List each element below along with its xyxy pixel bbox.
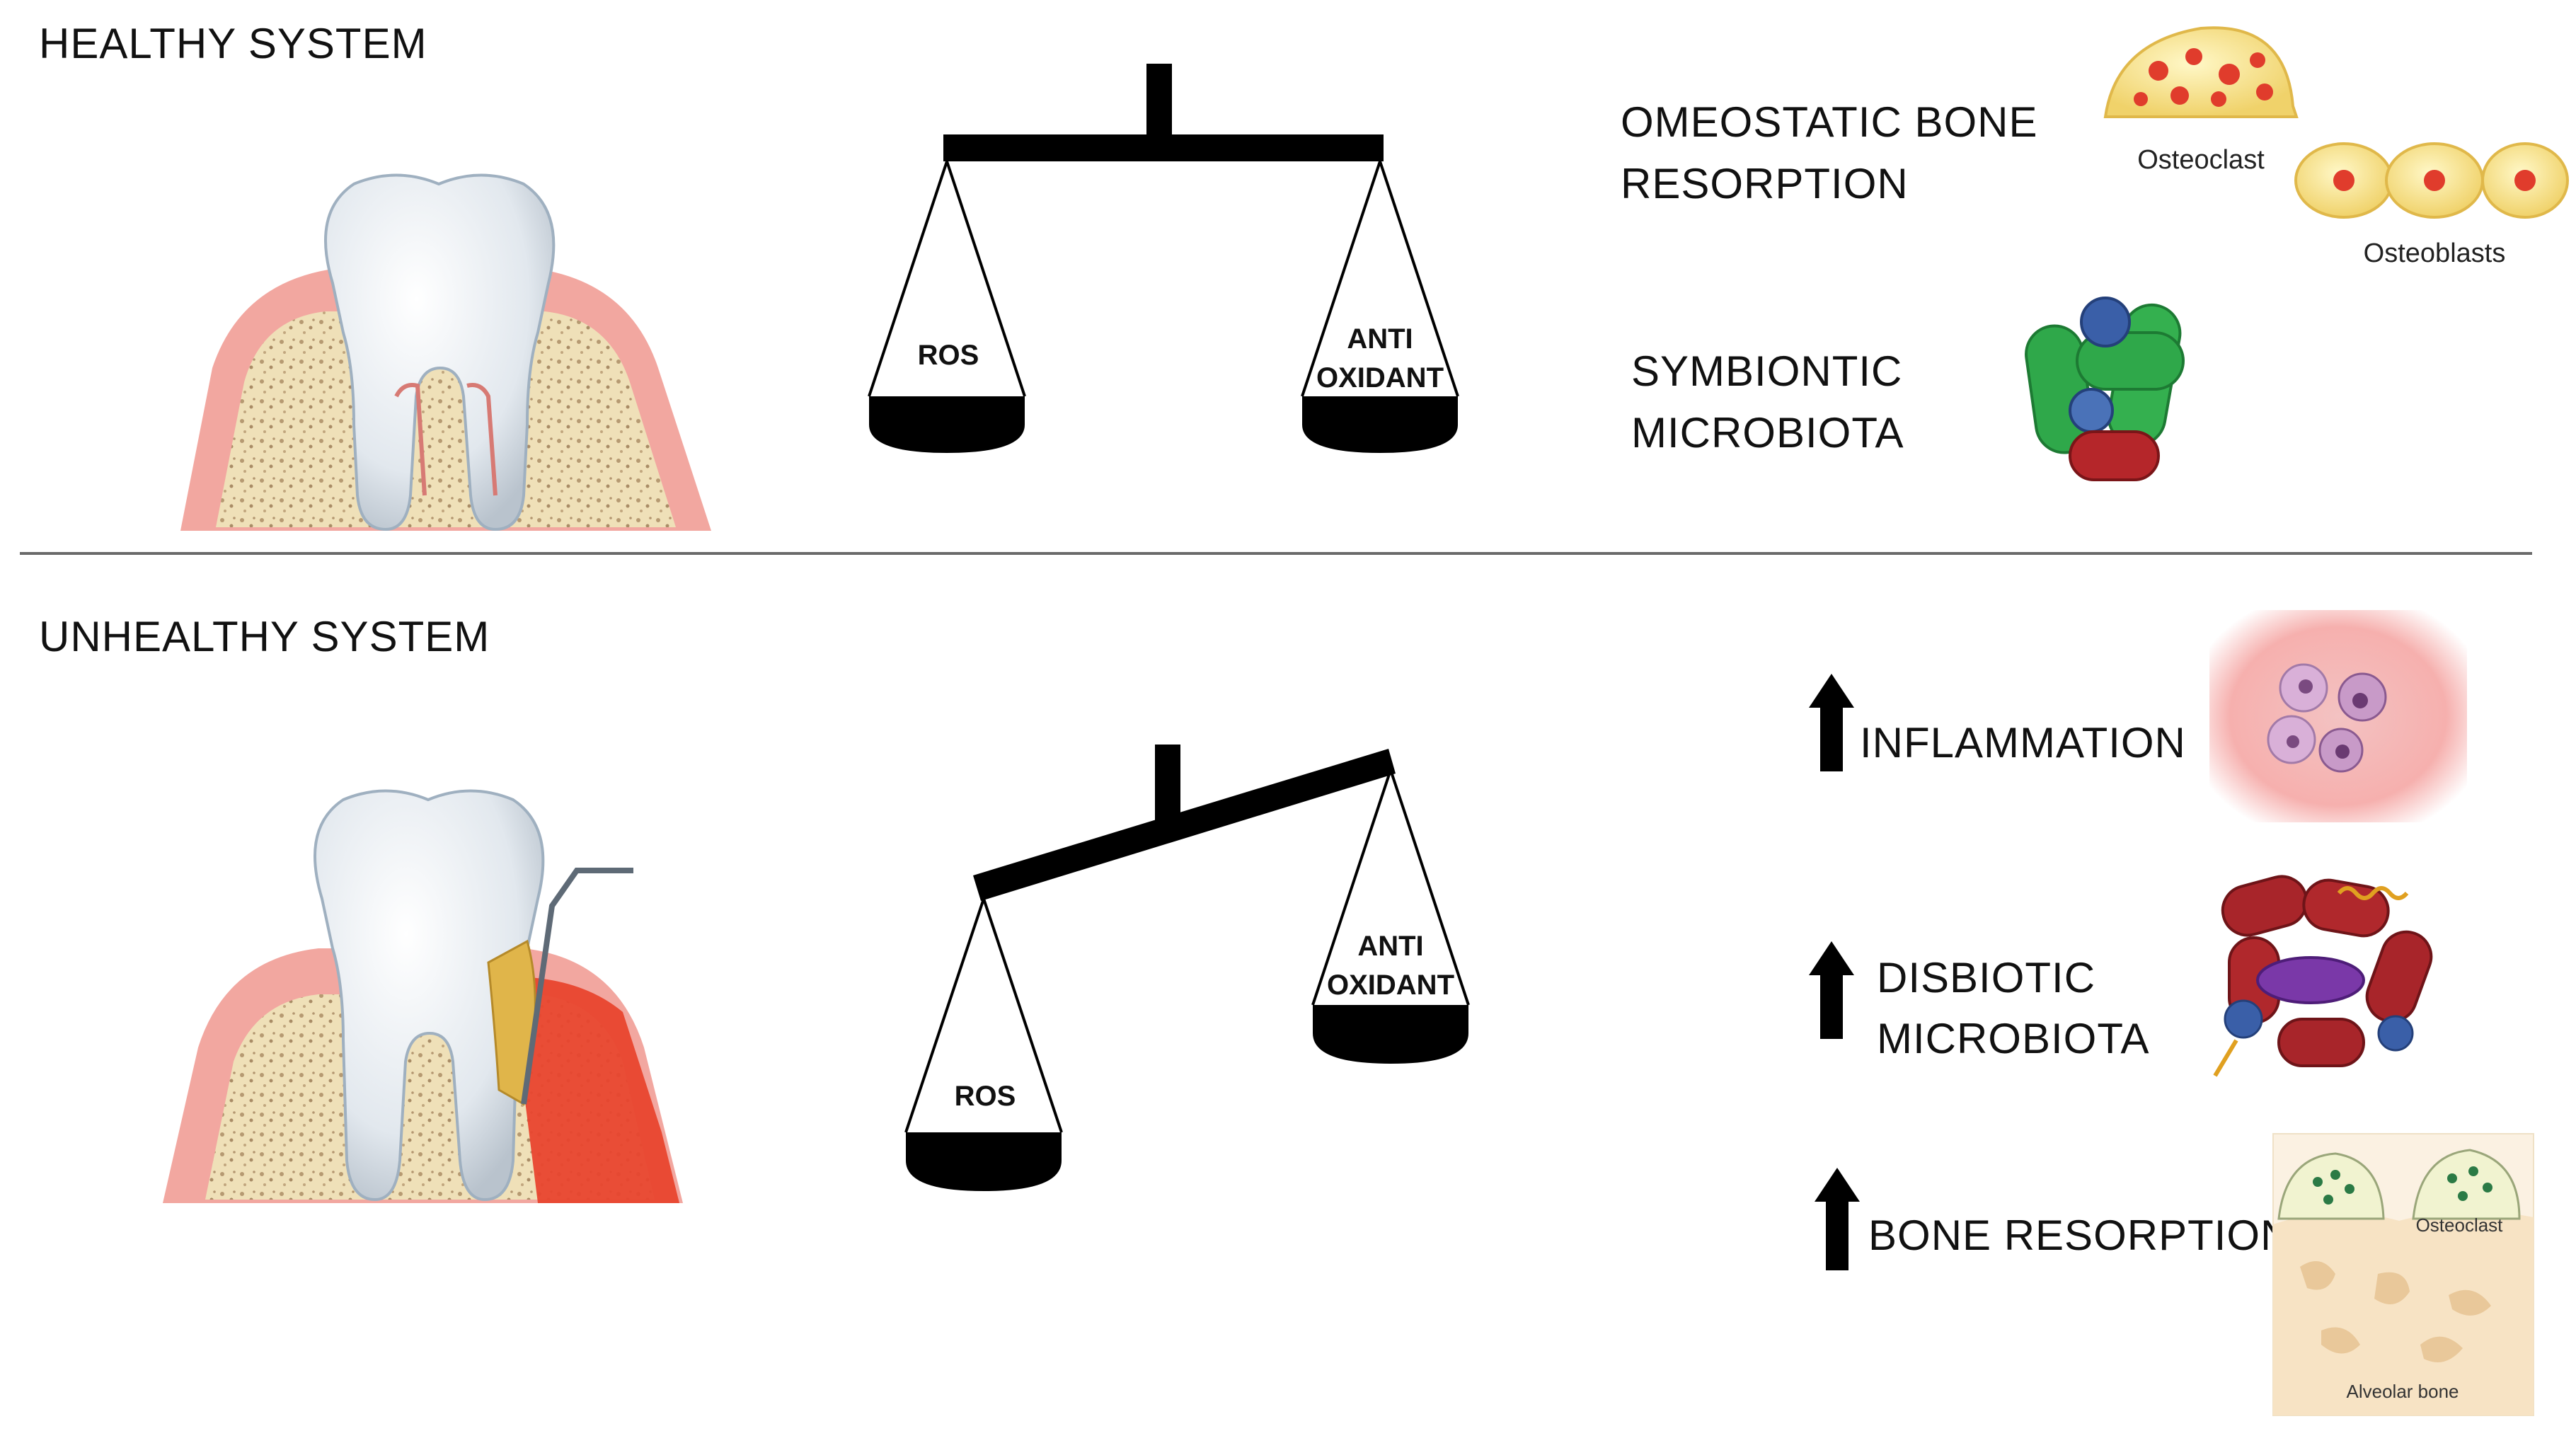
unhealthy-system-heading: UNHEALTHY SYSTEM	[39, 613, 490, 660]
omeostatic-bone-line2: RESORPTION	[1621, 160, 1909, 207]
inflammation-arrow-up-icon	[1809, 674, 1854, 771]
symbiontic-line2: MICROBIOTA	[1631, 409, 1904, 456]
disbiotic-microbiota-icon	[2213, 875, 2433, 1077]
disbiotic-line1: DISBIOTIC	[1877, 954, 2095, 1001]
unhealthy-oxidant-label: OXIDANT	[1327, 970, 1454, 1001]
healthy-ros-label: ROS	[918, 340, 979, 371]
symbiontic-line1: SYMBIONTIC	[1631, 347, 1902, 395]
unhealthy-osteoclast-caption: Osteoclast	[2416, 1214, 2504, 1236]
alveolar-bone-caption: Alveolar bone	[2347, 1381, 2459, 1402]
healthy-tooth-icon	[180, 173, 711, 531]
unhealthy-balance-scale-icon	[904, 745, 1470, 1191]
symbiotic-microbiota-icon	[2025, 297, 2185, 481]
healthy-oxidant-label: OXIDANT	[1316, 362, 1444, 393]
inflammation-label: INFLAMMATION	[1860, 719, 2186, 766]
healthy-anti-label: ANTI	[1347, 323, 1413, 355]
unhealthy-ros-label: ROS	[955, 1081, 1016, 1112]
disbiotic-line2: MICROBIOTA	[1877, 1015, 2150, 1062]
unhealthy-anti-label: ANTI	[1357, 931, 1423, 962]
osteoclast-caption: Osteoclast	[2137, 145, 2265, 175]
healthy-balance-scale-icon	[868, 64, 1459, 453]
osteoclast-cell-icon	[2103, 26, 2299, 118]
osteoblasts-cell-icon	[2294, 142, 2569, 219]
alveolar-bone-osteoclast-icon	[2272, 1133, 2534, 1416]
bone-resorption-arrow-up-icon	[1815, 1168, 1860, 1270]
disbiotic-arrow-up-icon	[1809, 941, 1854, 1039]
periodontitis-tooth-icon	[163, 789, 683, 1203]
inflammation-cells-icon	[2209, 610, 2467, 822]
osteoblasts-caption: Osteoblasts	[2364, 238, 2506, 268]
bone-resorption-label: BONE RESORPTION	[1868, 1212, 2292, 1259]
omeostatic-bone-line1: OMEOSTATIC BONE	[1621, 98, 2037, 146]
healthy-system-heading: HEALTHY SYSTEM	[39, 20, 427, 67]
